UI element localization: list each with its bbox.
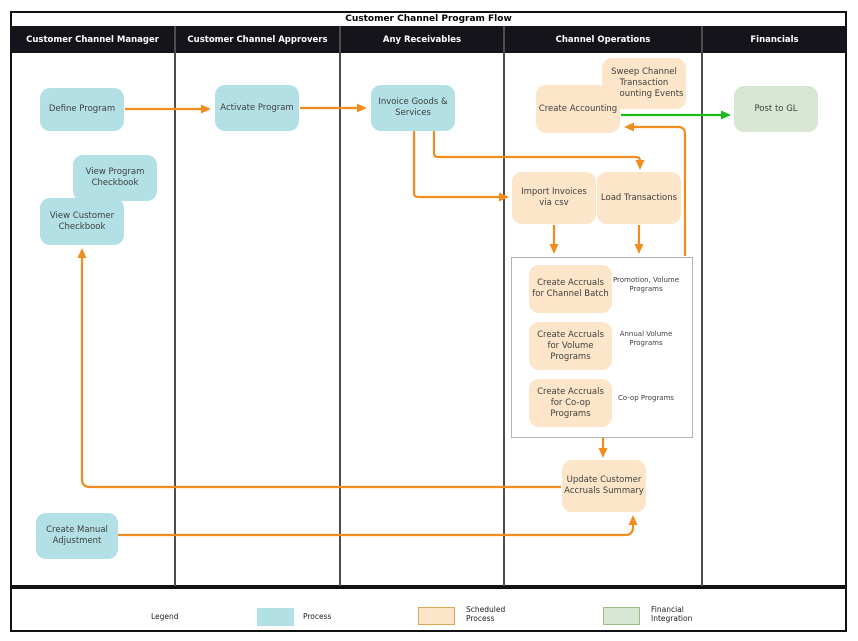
node-label: Sweep Channel Transaction Accounting Eve… — [604, 67, 684, 99]
lane-header-customer-channel-manager: Customer Channel Manager — [10, 26, 175, 53]
node-label: Activate Program — [220, 102, 294, 113]
node-create-accounting: Create Accounting — [536, 85, 620, 133]
node-create-accruals-volume-programs: Create Accruals for Volume Programs — [529, 322, 612, 370]
node-load-transactions: Load Transactions — [597, 172, 681, 224]
node-label: View Program Checkbook — [85, 167, 145, 188]
node-post-to-gl: Post to GL — [734, 86, 818, 132]
node-invoice-goods-services: Invoice Goods & Services — [371, 85, 455, 131]
note-promotion-volume-programs: Promotion, Volume Programs — [612, 276, 680, 293]
node-label: Update Customer Accruals Summary — [564, 475, 644, 496]
node-update-customer-accruals-summary: Update Customer Accruals Summary — [562, 460, 646, 512]
lane-header-customer-channel-approvers: Customer Channel Approvers — [175, 26, 340, 53]
diagram-title: Customer Channel Program Flow — [345, 13, 512, 24]
legend-swatch-financial-integration — [603, 607, 640, 625]
lane-divider — [701, 26, 703, 586]
node-label: Load Transactions — [600, 192, 678, 203]
node-label: Invoice Goods & Services — [378, 97, 448, 118]
node-label: Import Invoices via csv — [521, 187, 587, 208]
legend-label-scheduled-process: Scheduled Process — [466, 605, 506, 623]
lane-header-any-receivables: Any Receivables — [340, 26, 504, 53]
lane-divider — [174, 26, 176, 586]
node-label: Create Manual Adjustment — [46, 525, 108, 546]
node-label: Create Accruals for Co-op Programs — [537, 386, 604, 419]
node-view-customer-checkbook: View Customer Checkbook — [40, 198, 124, 245]
node-create-accruals-channel-batch: Create Accruals for Channel Batch — [529, 265, 612, 313]
node-view-program-checkbook: View Program Checkbook — [73, 155, 157, 201]
lane-header-financials: Financials — [702, 26, 847, 53]
node-label: Create Accruals for Volume Programs — [537, 329, 604, 362]
lane-header-channel-operations: Channel Operations — [504, 26, 702, 53]
note-annual-volume-programs: Annual Volume Programs — [619, 330, 673, 347]
node-label: Create Accounting — [538, 103, 618, 114]
legend-swatch-process — [257, 608, 294, 626]
legend-swatch-scheduled-process — [418, 607, 455, 625]
lane-divider — [503, 26, 505, 586]
node-label: Create Accruals for Channel Batch — [532, 278, 609, 299]
lane-divider — [339, 26, 341, 586]
node-label: Post to GL — [754, 103, 798, 114]
node-import-invoices-via-csv: Import Invoices via csv — [512, 172, 596, 224]
node-create-manual-adjustment: Create Manual Adjustment — [36, 513, 118, 559]
legend-label-process: Process — [303, 612, 332, 621]
node-activate-program: Activate Program — [215, 85, 299, 131]
note-coop-programs: Co-op Programs — [617, 394, 675, 402]
node-sweep-channel-transaction-accounting-events: Sweep Channel Transaction Accounting Eve… — [602, 58, 686, 109]
node-create-accruals-coop-programs: Create Accruals for Co-op Programs — [529, 379, 612, 427]
legend-title: Legend — [151, 612, 179, 621]
node-define-program: Define Program — [40, 88, 124, 131]
node-label: Define Program — [48, 104, 116, 114]
legend-label-financial-integration: Financial Integration — [651, 605, 693, 623]
node-label: View Customer Checkbook — [49, 210, 115, 232]
